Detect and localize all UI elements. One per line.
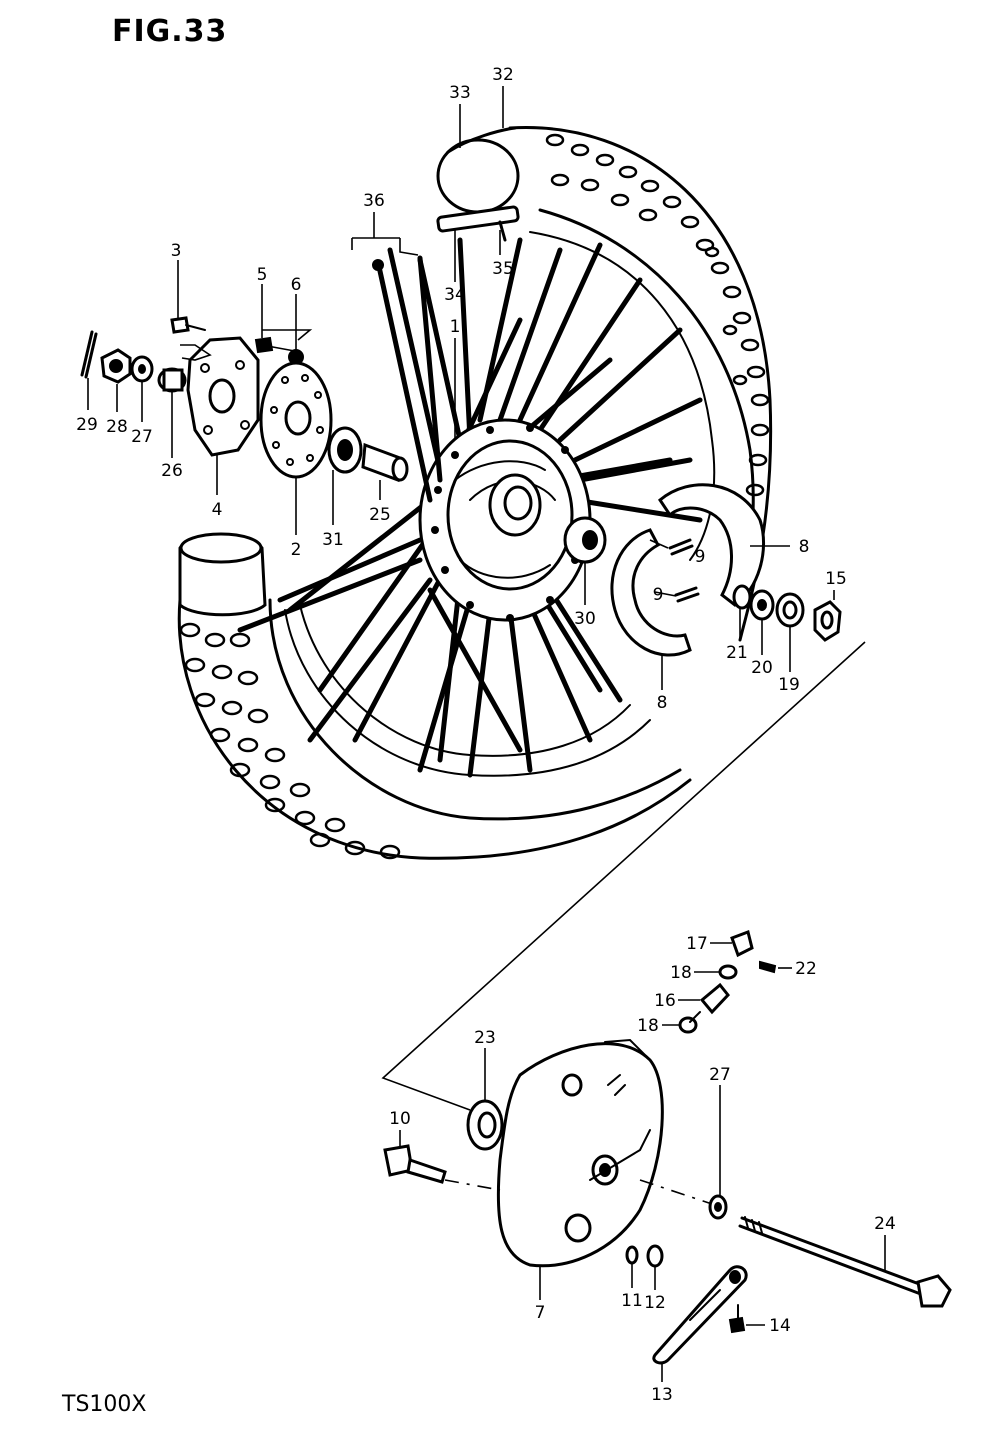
tire-lower-inner-edge (268, 598, 682, 821)
assembly-boundary-line (381, 641, 866, 1111)
tire-section-bottom-top (179, 532, 263, 564)
callout-9-upper: 9 (695, 547, 706, 567)
return-spring-9-upper (668, 538, 694, 556)
callout-30: 30 (574, 609, 596, 629)
callout-28: 28 (106, 417, 128, 437)
leader-lines (87, 86, 886, 1382)
callout-27-left: 27 (131, 427, 153, 447)
callout-25: 25 (369, 505, 391, 525)
screw-22 (759, 960, 777, 974)
callout-13: 13 (651, 1385, 673, 1405)
washer-18-upper (718, 964, 738, 980)
return-spring-9-lower (674, 586, 700, 603)
callout-14: 14 (769, 1316, 791, 1336)
callout-numbers: 32 33 36 34 35 1 3 5 6 29 28 27 26 4 2 3… (76, 65, 896, 1405)
axle-centerline (639, 1179, 713, 1205)
hub-spoke-holes (431, 424, 579, 622)
brake-shoe-8-lower (610, 528, 692, 657)
brake-panel-7 (496, 1042, 664, 1268)
callout-29: 29 (76, 415, 98, 435)
callout-32: 32 (492, 65, 514, 85)
callout-16: 16 (654, 991, 676, 1011)
figure-title: FIG.33 (112, 14, 228, 49)
left-hub-parts (80, 316, 409, 483)
rim-band-strap-34 (436, 205, 520, 233)
tire-lower-outer-edge (177, 598, 692, 860)
callout-21: 21 (726, 643, 748, 663)
spoke-detail-36 (351, 237, 443, 503)
axle-24 (740, 1216, 932, 1290)
callout-3: 3 (171, 241, 182, 261)
callout-34: 34 (444, 285, 466, 305)
callout-35: 35 (492, 259, 514, 279)
callout-2: 2 (291, 540, 302, 560)
callout-31: 31 (322, 530, 344, 550)
callout-7: 7 (535, 1303, 546, 1323)
callout-5: 5 (257, 265, 268, 285)
callout-1: 1 (450, 317, 461, 337)
callout-6: 6 (291, 275, 302, 295)
callout-10: 10 (389, 1109, 411, 1129)
callout-12: 12 (644, 1293, 666, 1313)
callout-33: 33 (449, 83, 471, 103)
callout-8-lower: 8 (657, 693, 668, 713)
right-hub-parts (732, 584, 842, 642)
washer-18-lower (678, 1016, 698, 1034)
callout-17: 17 (686, 934, 708, 954)
tire-section-top-side (446, 126, 517, 154)
bolt-3 (170, 316, 190, 334)
rim-edge (529, 231, 716, 561)
tire-tread-pattern (179, 133, 770, 860)
rim-band-parts (436, 205, 520, 242)
hub-bore-inner (503, 485, 533, 521)
rim-lower-edge (284, 609, 651, 777)
rim-band-clip (498, 220, 507, 242)
spacer-30-bore (582, 530, 598, 550)
callout-4: 4 (212, 500, 223, 520)
callout-9-lower: 9 (653, 585, 664, 605)
callout-24: 24 (874, 1214, 896, 1234)
callout-18-lower: 18 (637, 1016, 659, 1036)
cam-axis-line (444, 1179, 501, 1191)
ring-21 (732, 584, 752, 610)
washer-12 (646, 1244, 664, 1268)
bolt-14 (728, 1316, 746, 1334)
callout-36: 36 (363, 191, 385, 211)
callout-15: 15 (825, 569, 847, 589)
callout-11: 11 (621, 1291, 643, 1311)
brake-shoes (610, 483, 765, 657)
fitting-17 (730, 930, 754, 958)
cotter-pin-29 (80, 330, 98, 379)
callout-26: 26 (161, 461, 183, 481)
callout-18-upper: 18 (670, 963, 692, 983)
callout-8-upper: 8 (799, 537, 810, 557)
callout-20: 20 (751, 658, 773, 678)
washer-11 (625, 1245, 639, 1265)
callout-27-right: 27 (709, 1065, 731, 1085)
switch-16 (699, 982, 730, 1015)
brake-lever-13 (652, 1265, 748, 1365)
model-code: TS100X (62, 1392, 147, 1417)
wheel-assembly (177, 126, 773, 860)
callout-19: 19 (778, 675, 800, 695)
callout-22: 22 (795, 959, 817, 979)
callout-23: 23 (474, 1028, 496, 1048)
